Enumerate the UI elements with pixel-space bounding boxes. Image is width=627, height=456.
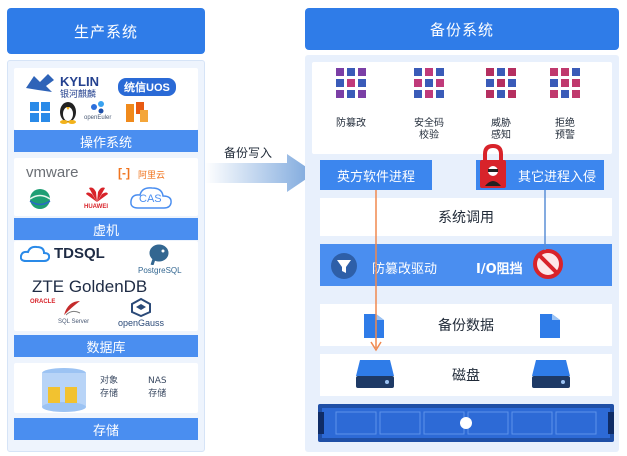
- vm-section: vmware [-] 阿里云 HUAWEI CAS: [14, 158, 198, 216]
- windows-icon: [30, 102, 50, 122]
- anti-tamper-label: 防篡改: [336, 118, 366, 129]
- aliyun-text: 阿里云: [138, 170, 166, 180]
- cas-cloud-icon: [130, 187, 172, 209]
- kylin-cn-text: 银河麒麟: [60, 89, 97, 99]
- backup-write-label: 备份写入: [224, 146, 273, 160]
- threat-awareness-icon: [486, 68, 516, 98]
- prohibited-icon: [533, 249, 563, 279]
- uos-logo: 统信UOS: [118, 78, 176, 96]
- io-block-label: I/O阻挡: [476, 262, 523, 277]
- lock-hacker-icon: [480, 144, 506, 188]
- db-section: TDSQL PostgreSQL ZTE GoldenDB ORACLE SQL…: [14, 241, 198, 331]
- kylin-logo-icon: [26, 74, 54, 92]
- postgresql-text: PostgreSQL: [138, 266, 182, 275]
- allowed-process-box: 英方软件进程: [320, 160, 432, 190]
- allowed-write-arrow: [370, 190, 382, 352]
- anti-tamper-icon: [336, 68, 366, 98]
- huawei-text: HUAWEI: [84, 204, 108, 210]
- feature-security-check: 安全码 校验: [404, 66, 454, 146]
- filter-icon: [331, 253, 357, 279]
- feature-anti-tamper: 防篡改: [326, 66, 376, 146]
- feature-threat-awareness: 威胁 感知: [476, 66, 526, 146]
- sqlserver-icon: [64, 301, 81, 316]
- nas-storage-label: NAS 存储: [148, 376, 167, 399]
- vmware-logo: vmware: [26, 164, 79, 181]
- linux-tux-icon: [60, 102, 76, 124]
- aliyun-logo: [-]: [118, 166, 130, 180]
- system-call-layer: 系统调用: [320, 198, 612, 236]
- storage-band: 存储: [14, 418, 198, 440]
- postgresql-icon: [148, 243, 170, 265]
- storage-cylinder-icon: [42, 368, 86, 412]
- oracle-text: ORACLE: [30, 299, 56, 305]
- object-storage-label: 对象 存储: [100, 376, 119, 399]
- file-left-icon: [364, 314, 384, 338]
- backup-write-arrow: [205, 154, 315, 192]
- disk-right-icon: [532, 360, 570, 388]
- security-check-icon: [414, 68, 444, 98]
- production-system-title: 生产系统: [7, 8, 205, 54]
- reject-alert-icon: [550, 68, 580, 98]
- intruder-process-label: 其它进程入侵: [517, 169, 596, 185]
- blocked-intrusion-arrow: [544, 190, 546, 250]
- os-band: 操作系统: [14, 130, 198, 152]
- file-right-icon: [540, 314, 560, 338]
- cas-text: CAS: [139, 193, 162, 205]
- feature-box: [312, 62, 612, 154]
- anti-tamper-driver-layer: [320, 244, 612, 286]
- linx-logo-icon: [126, 102, 148, 122]
- os-section: KYLIN 银河麒麟 统信UOS openEuler: [14, 68, 198, 130]
- globe-icon: [29, 189, 51, 209]
- anti-tamper-driver-label: 防篡改驱动: [372, 262, 438, 277]
- goldendb-text: ZTE GoldenDB: [32, 277, 148, 296]
- feature-reject-alert: 拒绝 预警: [540, 66, 590, 146]
- threat-awareness-label: 威胁 感知: [491, 118, 511, 141]
- openeuler-text: openEuler: [84, 115, 112, 121]
- db-band: 数据库: [14, 335, 198, 357]
- openeuler-icon: [91, 101, 104, 114]
- security-check-label: 安全码 校验: [414, 118, 444, 141]
- opengauss-icon: [131, 297, 151, 317]
- tdsql-text: TDSQL: [54, 245, 105, 262]
- vm-band: 虚机: [14, 218, 198, 240]
- opengauss-text: openGauss: [118, 318, 165, 328]
- backup-system-title: 备份系统: [305, 8, 619, 50]
- huawei-icon: [86, 187, 108, 202]
- server-rack-icon: [318, 404, 614, 442]
- disk-left-icon: [356, 360, 394, 388]
- tdsql-cloud-icon: [20, 245, 50, 262]
- sqlserver-text: SQL Server: [58, 319, 90, 325]
- storage-section: 对象 存储 NAS 存储: [14, 363, 198, 413]
- kylin-logo-text: KYLIN: [60, 74, 99, 89]
- reject-alert-label: 拒绝 预警: [555, 118, 575, 141]
